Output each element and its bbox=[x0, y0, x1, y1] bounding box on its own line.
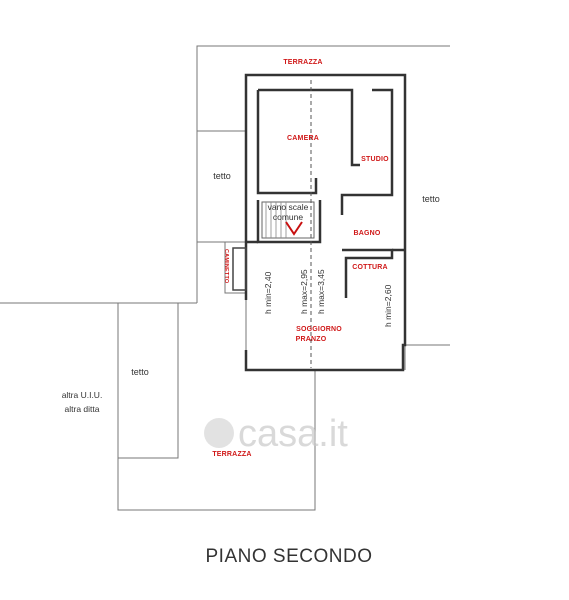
label-tetto-left: tetto bbox=[213, 171, 231, 181]
plan-title: PIANO SECONDO bbox=[206, 546, 373, 567]
stair-arrow-icon bbox=[285, 221, 303, 236]
watermark-text: casa.it bbox=[238, 413, 348, 455]
label-altra-ditta: altra ditta bbox=[65, 404, 100, 414]
label-comune: comune bbox=[273, 212, 304, 222]
room-terrazza-top: TERRAZZA bbox=[283, 59, 322, 66]
room-studio: STUDIO bbox=[361, 156, 389, 163]
room-pranzo: PRANZO bbox=[296, 336, 327, 343]
watermark: casa.it bbox=[204, 413, 348, 455]
apartment-walls bbox=[244, 73, 407, 372]
label-tetto-lower: tetto bbox=[131, 367, 149, 377]
room-bagno: BAGNO bbox=[353, 230, 380, 237]
height-max-1: h max=2,95 bbox=[299, 269, 309, 314]
room-caminetto: CAMINETTO bbox=[223, 249, 229, 284]
height-min-left: h min=2,40 bbox=[263, 271, 273, 314]
stair bbox=[261, 201, 315, 239]
caminetto-block bbox=[232, 247, 247, 291]
label-vano-scale: vano scale bbox=[268, 202, 309, 212]
watermark-house-icon bbox=[204, 418, 234, 448]
height-min-right: h min=2,60 bbox=[383, 284, 393, 327]
room-terrazza-bottom: TERRAZZA bbox=[212, 451, 251, 458]
room-soggiorno: SOGGIORNO bbox=[296, 326, 342, 333]
room-cottura: COTTURA bbox=[352, 264, 388, 271]
room-camera: CAMERA bbox=[287, 135, 319, 142]
height-max-2: h max=3,45 bbox=[316, 269, 326, 314]
label-tetto-right: tetto bbox=[422, 194, 440, 204]
label-altra-uiu: altra U.I.U. bbox=[62, 390, 103, 400]
